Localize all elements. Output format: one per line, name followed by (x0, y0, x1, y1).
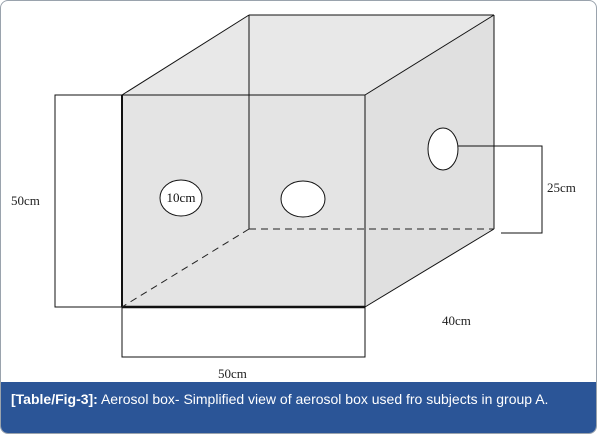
caption-text: Aerosol box- Simplified view of aerosol … (100, 391, 549, 407)
depth-label: 40cm (442, 313, 471, 328)
hole-height-label: 25cm (547, 180, 576, 195)
hole-right-side (427, 127, 459, 171)
height-dimension-line (54, 94, 122, 308)
right-face (365, 15, 494, 307)
front-face (122, 95, 365, 307)
caption-tag: [Table/Fig-3]: (11, 391, 98, 407)
width-label: 50cm (218, 366, 247, 381)
aerosol-box-diagram: 10cm 50cm 25cm 40cm 50cm (11, 14, 576, 381)
box-edges (121, 14, 495, 309)
width-dimension-line (121, 307, 366, 358)
dimension-lines (54, 94, 543, 358)
figure-caption: [Table/Fig-3]: Aerosol box- Simplified v… (1, 382, 596, 433)
hole-center (280, 180, 326, 218)
hole-left (159, 179, 203, 217)
hole-height-dimension-line (458, 145, 543, 234)
hole-size-label: 10cm (167, 190, 196, 205)
top-face (122, 15, 494, 95)
height-label: 50cm (11, 193, 40, 208)
hidden-edges (121, 228, 494, 308)
